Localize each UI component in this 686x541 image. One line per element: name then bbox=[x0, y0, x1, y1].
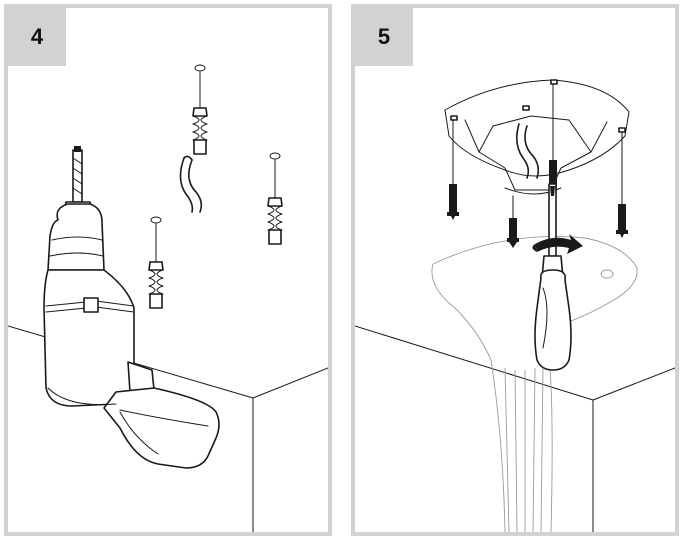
step-number-badge: 5 bbox=[355, 8, 413, 66]
room-corner bbox=[355, 325, 675, 532]
mounting-bracket-icon bbox=[444, 79, 630, 195]
step-panel-5: 5 bbox=[351, 4, 679, 536]
drill-icon bbox=[43, 146, 220, 469]
screw-icon bbox=[447, 184, 459, 220]
wall-plug-icon bbox=[192, 64, 208, 155]
step-number: 5 bbox=[377, 24, 391, 49]
step-number-badge: 4 bbox=[8, 8, 66, 66]
wall-plug-icon bbox=[148, 216, 164, 309]
step-number: 4 bbox=[30, 24, 44, 49]
step-panel-4: 4 bbox=[4, 4, 332, 536]
spring-clip-icon bbox=[179, 155, 203, 213]
wall-plug-icon bbox=[267, 152, 283, 245]
rotation-arrow-icon bbox=[532, 234, 583, 254]
step-4-illustration bbox=[8, 64, 328, 532]
screw-guide-lines bbox=[452, 83, 623, 219]
screw-icon bbox=[616, 204, 628, 238]
step-5-illustration bbox=[355, 79, 675, 532]
screwdriver-icon bbox=[534, 183, 572, 371]
lamp-canopy bbox=[431, 236, 638, 532]
screw-icon bbox=[507, 218, 519, 248]
